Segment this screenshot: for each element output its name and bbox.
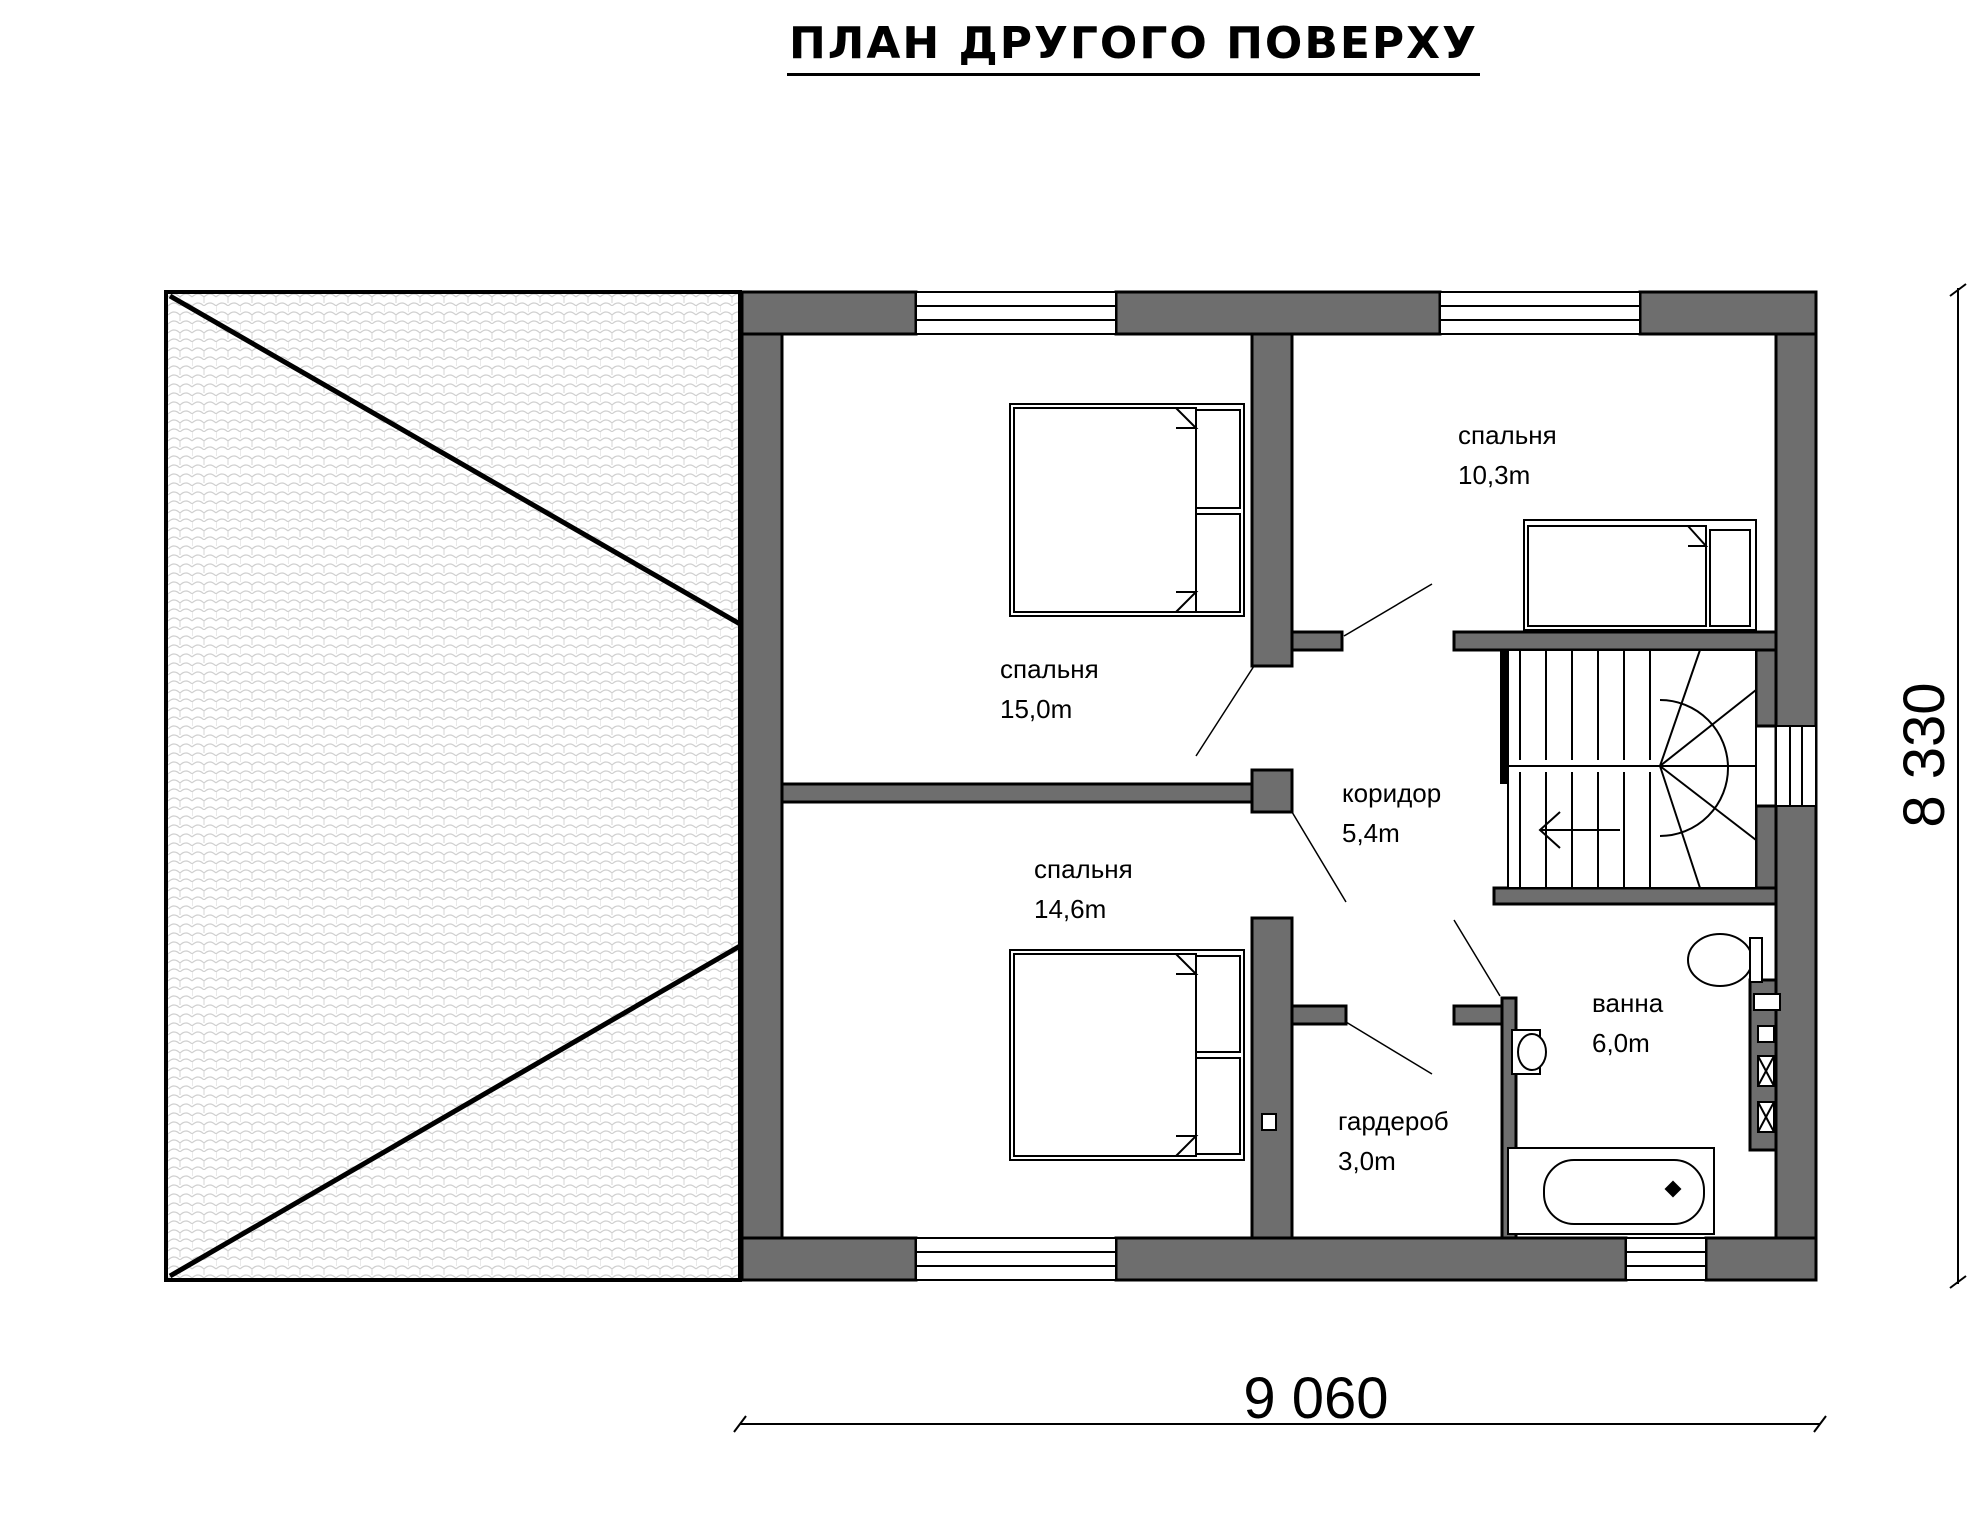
room-name: ванна xyxy=(1592,988,1664,1018)
roof-ridge-line xyxy=(168,293,742,627)
double-bed xyxy=(1009,949,1245,1161)
dimension-lines xyxy=(733,283,1967,1433)
window xyxy=(1439,291,1641,335)
bathroom-cabinet xyxy=(1753,993,1781,1133)
window xyxy=(1625,1237,1707,1281)
room-name: спальня xyxy=(1458,420,1557,450)
single-bed xyxy=(1523,519,1757,631)
room-name: коридор xyxy=(1342,778,1441,808)
width-dimension-label: 9 060 xyxy=(1243,1366,1388,1431)
roof-section xyxy=(164,290,742,1282)
vent xyxy=(1261,1113,1277,1131)
door-swings xyxy=(1195,583,1501,1075)
room-name: спальня xyxy=(1034,854,1133,884)
height-dimension-label: 8 330 xyxy=(1892,682,1957,827)
room-area: 3,0m xyxy=(1338,1146,1396,1176)
staircase xyxy=(1500,649,1757,889)
room-name: гардероб xyxy=(1338,1106,1449,1136)
roof-ridge-line xyxy=(168,943,742,1279)
room-area: 5,4m xyxy=(1342,818,1400,848)
windows xyxy=(915,291,1817,1281)
room-name: спальня xyxy=(1000,654,1099,684)
window xyxy=(1775,725,1817,807)
double-bed xyxy=(1009,403,1245,617)
room-area: 6,0m xyxy=(1592,1028,1650,1058)
plan-title-text: ПЛАН ДРУГОГО ПОВЕРХУ xyxy=(786,18,1481,76)
room-area: 10,3m xyxy=(1458,460,1530,490)
room-area: 14,6m xyxy=(1034,894,1106,924)
furniture xyxy=(1009,403,1781,1235)
sink xyxy=(1511,1029,1547,1075)
window xyxy=(915,291,1117,335)
window xyxy=(915,1237,1117,1281)
room-labels: спальня 15,0m спальня 10,3m коридор 5,4m… xyxy=(1000,420,1664,1176)
room-area: 15,0m xyxy=(1000,694,1072,724)
plan-title: ПЛАН ДРУГОГО ПОВЕРХУ xyxy=(0,18,1977,76)
toilet xyxy=(1687,933,1763,987)
bathtub xyxy=(1507,1147,1715,1235)
